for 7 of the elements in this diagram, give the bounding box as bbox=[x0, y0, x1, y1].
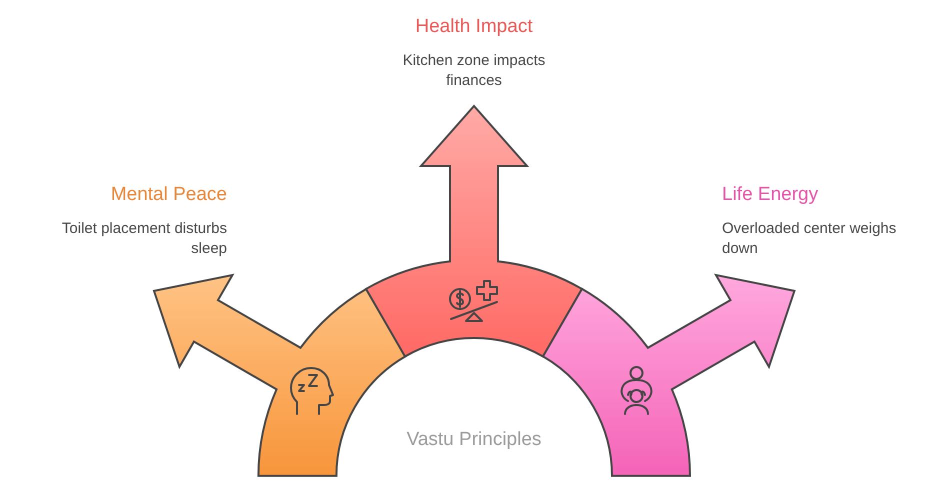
segment-description: Kitchen zone impacts finances bbox=[402, 51, 546, 91]
segment-description: Toilet placement disturbs sleep bbox=[60, 219, 227, 259]
segment-heading: Health Impact bbox=[414, 15, 534, 39]
center-label: Vastu Principles bbox=[406, 428, 542, 452]
segment-heading: Mental Peace bbox=[110, 183, 227, 207]
segment-heading: Life Energy bbox=[722, 183, 820, 207]
segment-description: Overloaded center weighs down bbox=[722, 219, 898, 259]
